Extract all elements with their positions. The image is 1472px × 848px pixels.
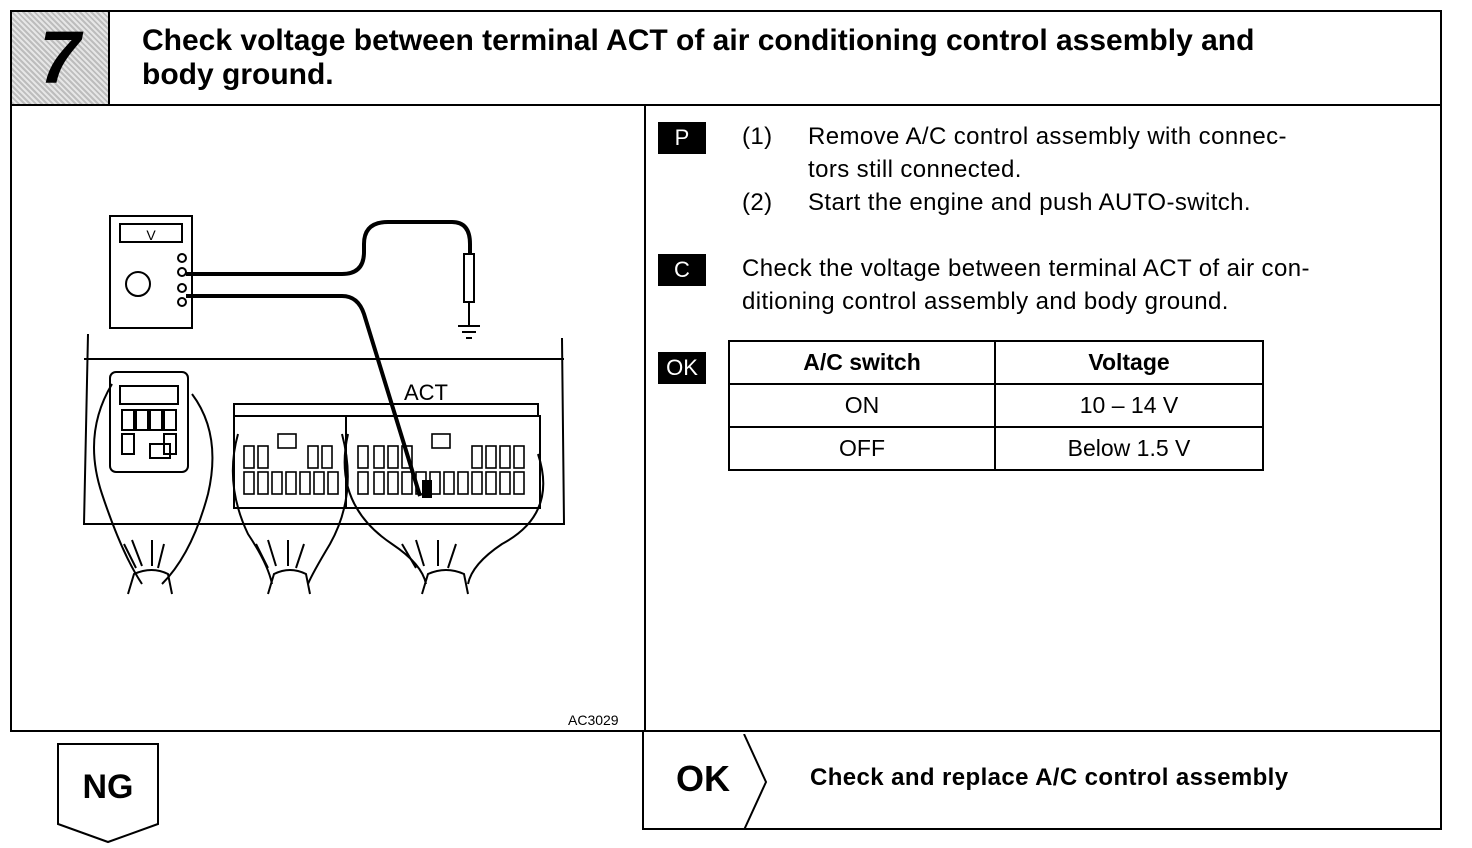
voltmeter-label: V xyxy=(146,227,156,243)
ground-lead xyxy=(186,220,472,276)
step-number-box: 7 xyxy=(12,12,110,104)
check-line-1: Check the voltage between terminal ACT o… xyxy=(742,255,1310,282)
harness-middle xyxy=(231,433,349,585)
ground-probe xyxy=(463,253,475,303)
act-terminal xyxy=(422,480,432,498)
table-header-row: A/C switch Voltage xyxy=(728,340,1264,385)
ok-action-text: Check and replace A/C control assembly xyxy=(810,764,1289,791)
procedure-step-1-line-1: Remove A/C control assembly with connec- xyxy=(808,123,1287,150)
column-divider xyxy=(644,104,646,732)
voltmeter-dial xyxy=(125,271,151,297)
diagram-drawing: V ACT xyxy=(82,215,566,595)
harness-right xyxy=(343,433,545,585)
probe-lead xyxy=(186,294,422,497)
table-cell-switch: ON xyxy=(728,383,996,428)
step-title: Check voltage between terminal ACT of ai… xyxy=(142,24,1432,92)
ok-spec-badge: OK xyxy=(658,352,706,384)
table-header-voltage: Voltage xyxy=(994,340,1264,385)
step-number: 7 xyxy=(39,16,81,99)
voltmeter-display xyxy=(119,223,183,243)
table-header-switch: A/C switch xyxy=(728,340,996,385)
title-line-1: Check voltage between terminal ACT of ai… xyxy=(142,24,1255,57)
wiring-diagram: V ACT xyxy=(12,104,644,732)
table-cell-voltage: Below 1.5 V xyxy=(994,426,1264,471)
table-cell-voltage: 10 – 14 V xyxy=(994,383,1264,428)
harness-left xyxy=(93,383,214,585)
title-line-2: body ground. xyxy=(142,58,334,91)
figure-code: AC3029 xyxy=(568,712,619,728)
ok-result-box xyxy=(642,732,1442,830)
left-connector xyxy=(109,371,189,473)
control-panel-outline xyxy=(82,333,566,525)
table-cell-switch: OFF xyxy=(728,426,996,471)
procedure-step-1-number: (1) xyxy=(742,123,773,150)
voltage-spec-table: A/C switch Voltage ON 10 – 14 V OFF Belo… xyxy=(728,340,1264,471)
procedure-step-2-text: Start the engine and push AUTO-switch. xyxy=(808,189,1251,216)
ng-branch-shape xyxy=(57,743,159,844)
ok-chevron xyxy=(743,734,768,830)
act-label: ACT xyxy=(404,380,448,405)
ng-label: NG xyxy=(82,768,134,806)
check-line-2: ditioning control assembly and body grou… xyxy=(742,288,1229,315)
table-row: ON 10 – 14 V xyxy=(728,383,1264,428)
check-badge: C xyxy=(658,254,706,286)
procedure-step-2-number: (2) xyxy=(742,189,773,216)
procedure-step-1-line-2: tors still connected. xyxy=(808,156,1022,183)
step-frame: 7 Check voltage between terminal ACT of … xyxy=(10,10,1442,732)
procedure-badge: P xyxy=(658,122,706,154)
table-row: OFF Below 1.5 V xyxy=(728,426,1264,471)
step-header: 7 Check voltage between terminal ACT of … xyxy=(12,12,1440,106)
ok-label: OK xyxy=(676,758,730,799)
